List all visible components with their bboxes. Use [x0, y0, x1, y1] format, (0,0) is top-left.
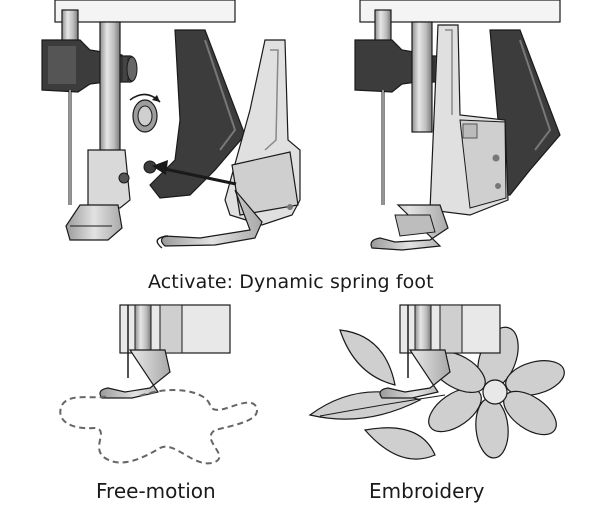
machine-left-illustration: [41, 0, 301, 249]
main-caption: Activate: Dynamic spring foot: [148, 271, 434, 293]
arrow-icon: [159, 166, 237, 186]
embroidery-caption: Embroidery: [369, 479, 485, 503]
free-motion-illustration: [59, 304, 258, 465]
embroidery-illustration: [308, 304, 565, 460]
stitch-path: [59, 389, 258, 465]
free-motion-caption: Free-motion: [96, 479, 216, 503]
machine-right-illustration: [354, 0, 561, 251]
